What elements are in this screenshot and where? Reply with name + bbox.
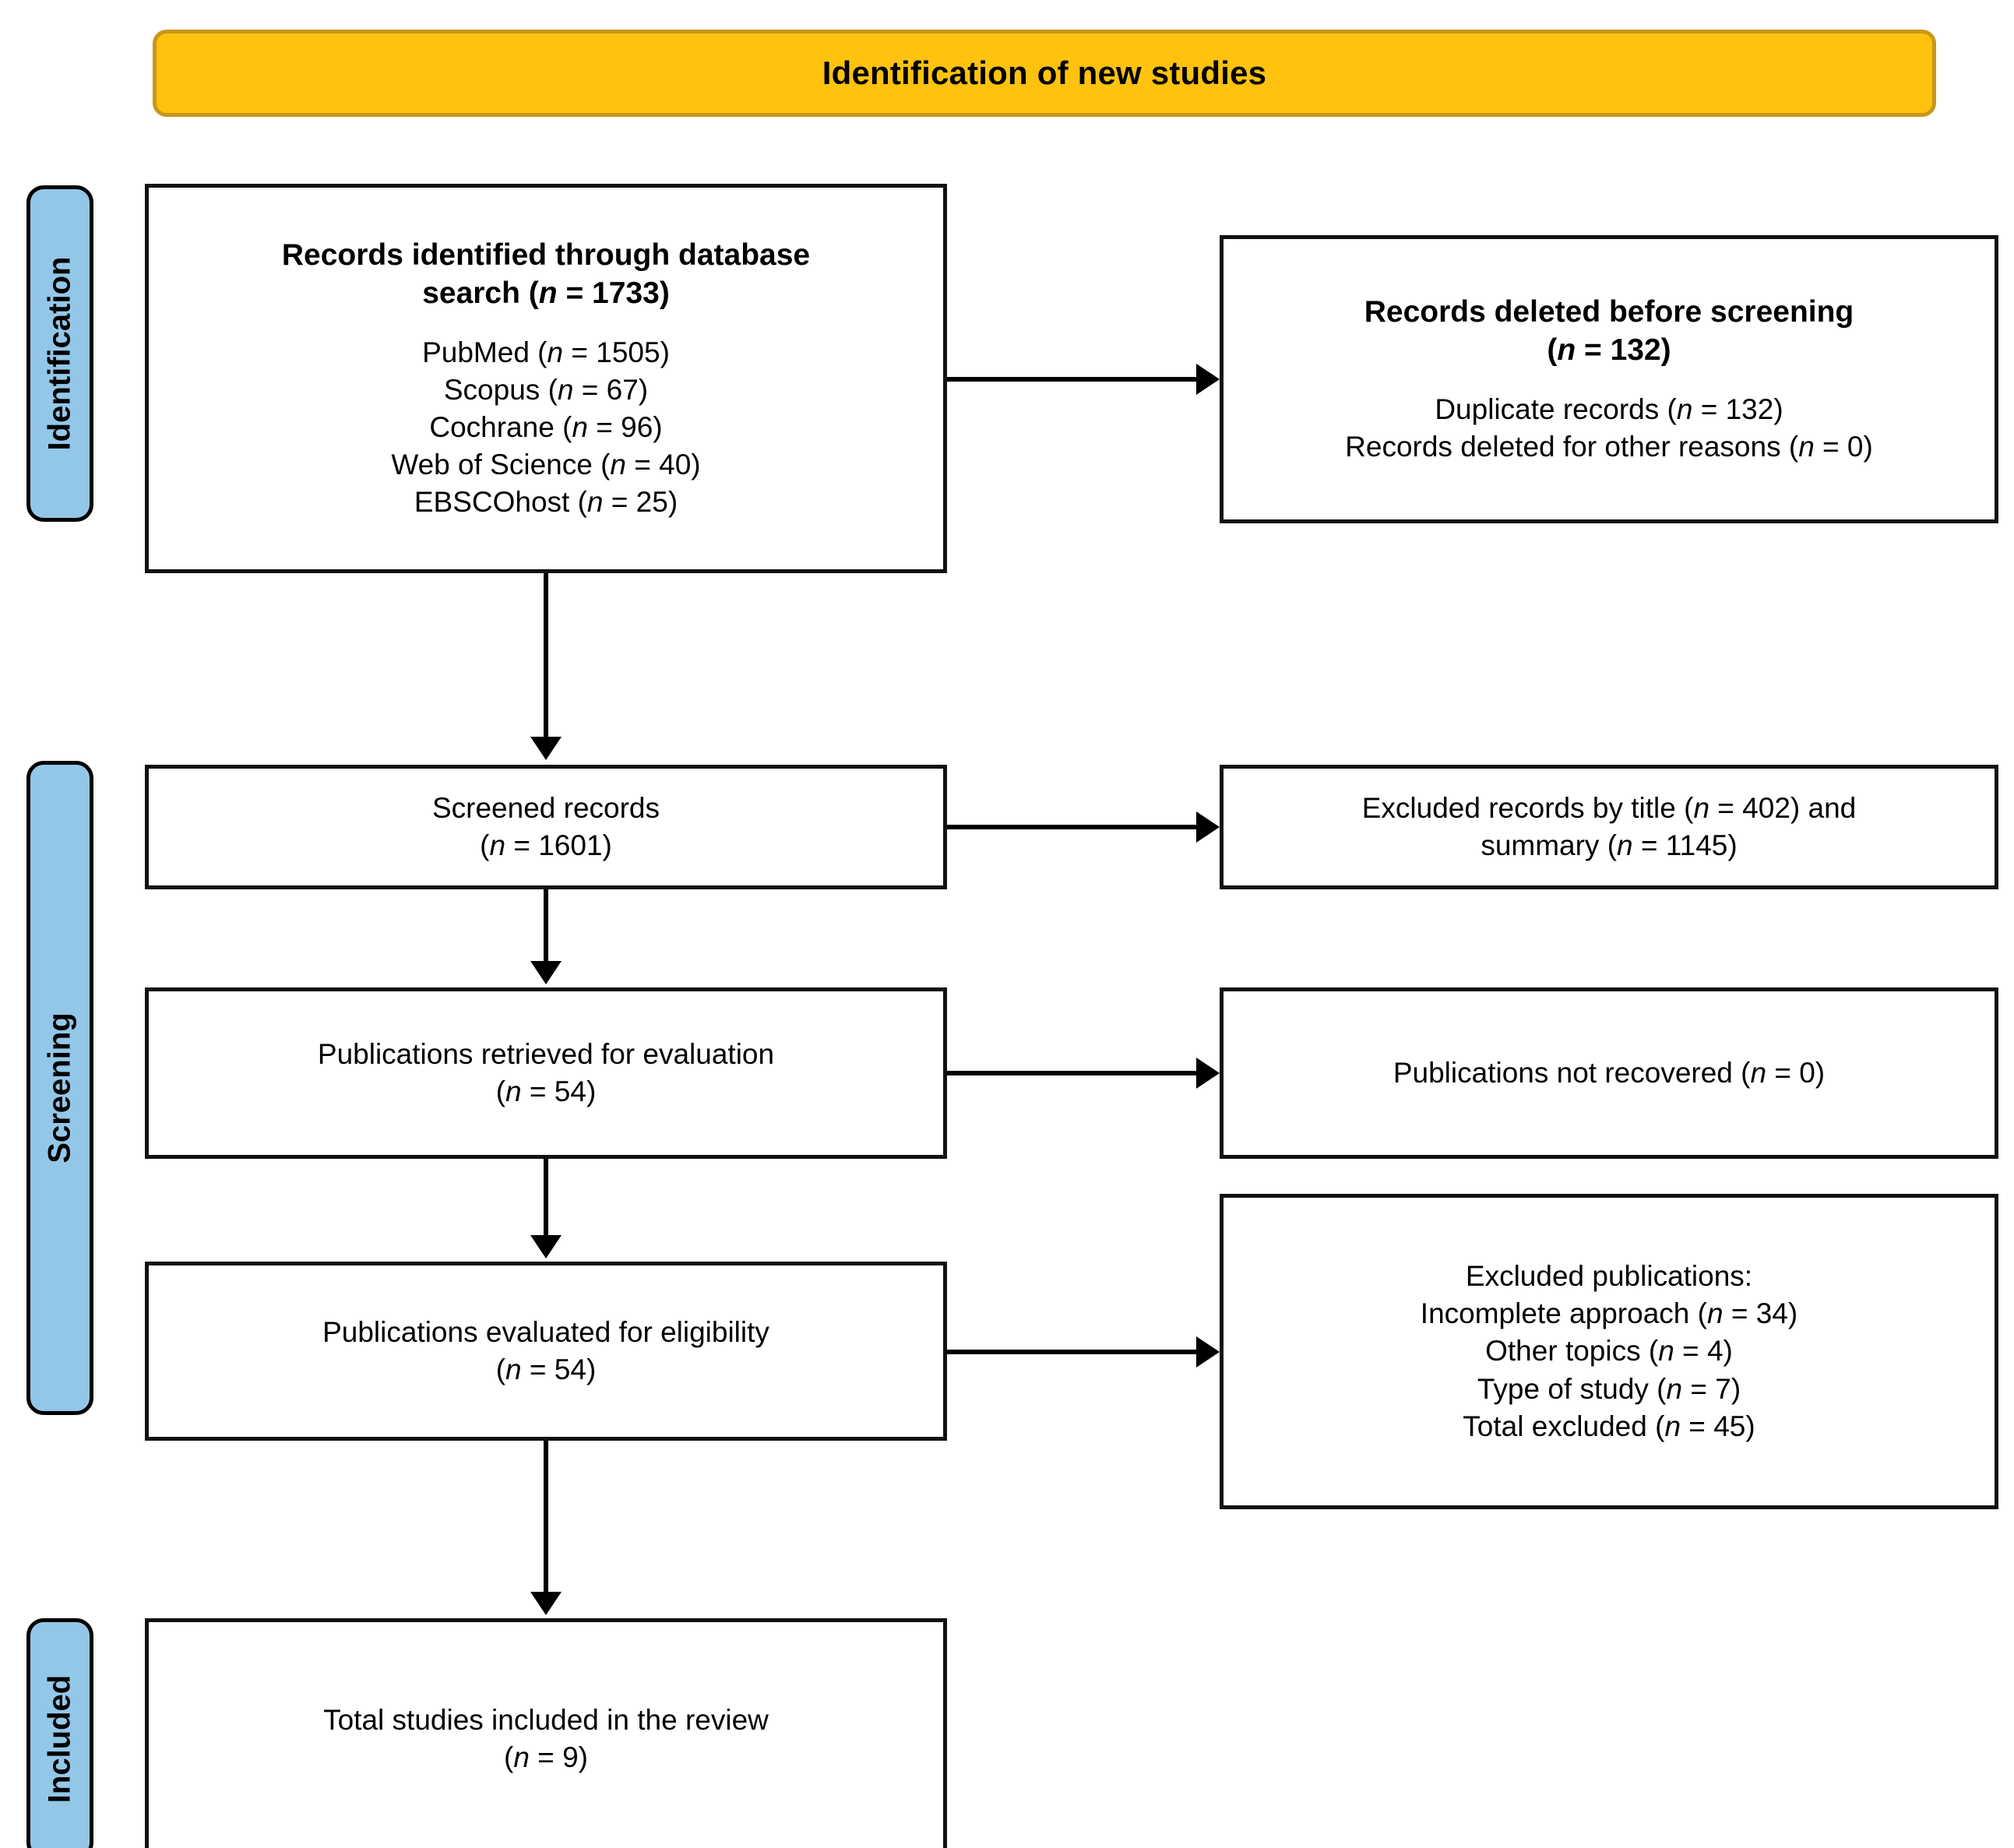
node-total-included: Total studies included in the review (n … <box>145 1618 947 1848</box>
arrow-screened-to-retrieved <box>530 961 562 984</box>
included-line1: Total studies included in the review <box>323 1703 769 1736</box>
node-screened-records: Screened records (n = 1601) <box>145 765 947 889</box>
node-records-deleted: Records deleted before screening (n = 13… <box>1220 235 1998 523</box>
connector-records-to-deleted <box>947 377 1196 382</box>
stage-tab-screening: Screening <box>26 761 93 1415</box>
node-excluded-publications: Excluded publications: Incomplete approa… <box>1220 1194 1998 1509</box>
stage-label-screening: Screening <box>42 1012 77 1163</box>
records-source-scopus: Scopus (n = 67) <box>443 373 649 406</box>
stage-label-identification: Identification <box>42 256 77 451</box>
node-publications-evaluated: Publications evaluated for eligibility (… <box>145 1262 947 1441</box>
node-records-identified: Records identified through database sear… <box>145 184 947 573</box>
deleted-other-reasons: Records deleted for other reasons (n = 0… <box>1345 431 1873 463</box>
deleted-duplicate-records: Duplicate records (n = 132) <box>1435 393 1783 426</box>
included-line2: (n = 9) <box>504 1741 588 1773</box>
excl-pubs-other-topics: Other topics (n = 4) <box>1485 1335 1733 1368</box>
node-excluded-by-title: Excluded records by title (n = 402) and … <box>1220 765 1998 889</box>
connector-retrieved-to-not-recovered <box>947 1071 1196 1075</box>
arrow-retrieved-to-not-recovered <box>1196 1058 1220 1089</box>
connector-evaluated-to-included <box>544 1441 548 1592</box>
stage-tab-included: Included <box>26 1618 93 1848</box>
screened-line2: (n = 1601) <box>480 829 612 861</box>
not-recovered-line1: Publications not recovered (n = 0) <box>1393 1056 1826 1089</box>
evaluated-line1: Publications evaluated for eligibility <box>322 1315 769 1348</box>
connector-retrieved-to-evaluated <box>544 1159 548 1235</box>
screened-line1: Screened records <box>431 791 660 824</box>
arrow-evaluated-to-excluded-pubs <box>1196 1336 1220 1368</box>
arrow-retrieved-to-evaluated <box>530 1235 562 1258</box>
retrieved-line2: (n = 54) <box>495 1075 597 1107</box>
deleted-title-line1: Records deleted before screening <box>1364 294 1854 329</box>
records-source-pubmed: PubMed (n = 1505) <box>422 336 670 368</box>
records-title-line2: search (n = 1733) <box>422 276 670 310</box>
deleted-title-line2: (n = 132) <box>1547 333 1671 367</box>
excluded-title-line2: summary (n = 1145) <box>1481 829 1738 861</box>
connector-evaluated-to-excluded-pubs <box>947 1350 1196 1354</box>
excl-pubs-total-excluded: Total excluded (n = 45) <box>1463 1410 1755 1442</box>
stage-label-included: Included <box>42 1674 77 1804</box>
connector-records-to-screened <box>544 573 548 737</box>
records-source-cochrane: Cochrane (n = 96) <box>429 411 663 444</box>
excluded-title-line1: Excluded records by title (n = 402) and <box>1361 791 1857 824</box>
records-source-ebscohost: EBSCOhost (n = 25) <box>414 486 678 519</box>
stage-tab-identification: Identification <box>26 185 93 522</box>
identification-banner: Identification of new studies <box>153 30 1936 117</box>
excl-pubs-heading: Excluded publications: <box>1465 1260 1753 1293</box>
arrow-records-to-screened <box>530 737 562 760</box>
connector-screened-to-retrieved <box>544 889 548 961</box>
records-source-web-of-science: Web of Science (n = 40) <box>391 449 701 481</box>
node-publications-retrieved: Publications retrieved for evaluation (n… <box>145 987 947 1159</box>
connector-screened-to-excluded-title <box>947 825 1196 829</box>
evaluated-line2: (n = 54) <box>495 1353 597 1385</box>
retrieved-line1: Publications retrieved for evaluation <box>317 1037 775 1070</box>
excl-pubs-incomplete-approach: Incomplete approach (n = 34) <box>1420 1297 1798 1330</box>
banner-title: Identification of new studies <box>822 55 1267 91</box>
arrow-evaluated-to-included <box>530 1592 562 1615</box>
excl-pubs-type-of-study: Type of study (n = 7) <box>1477 1372 1741 1405</box>
arrow-screened-to-excluded-title <box>1196 811 1220 843</box>
node-publications-not-recovered: Publications not recovered (n = 0) <box>1220 987 1998 1159</box>
arrow-records-to-deleted <box>1196 364 1220 395</box>
records-title-line1: Records identified through database <box>281 238 811 272</box>
